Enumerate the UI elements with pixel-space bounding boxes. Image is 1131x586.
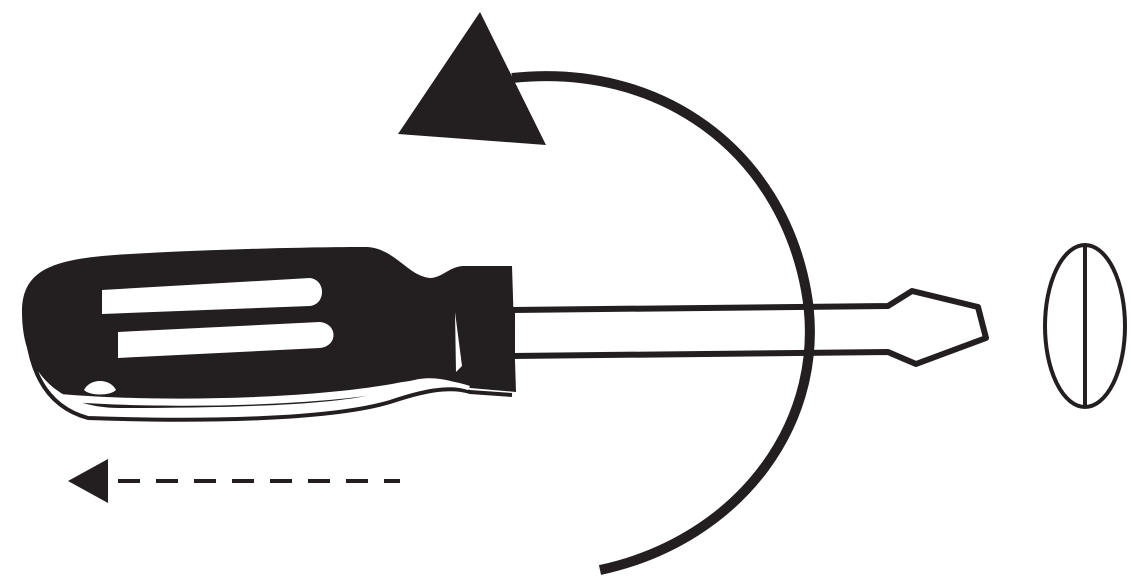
slotted-screw-head-icon [1045,245,1125,407]
dashed-left-arrow-icon [68,459,400,503]
screwdriver-shaft [512,291,986,364]
screwdriver-icon [22,247,516,420]
